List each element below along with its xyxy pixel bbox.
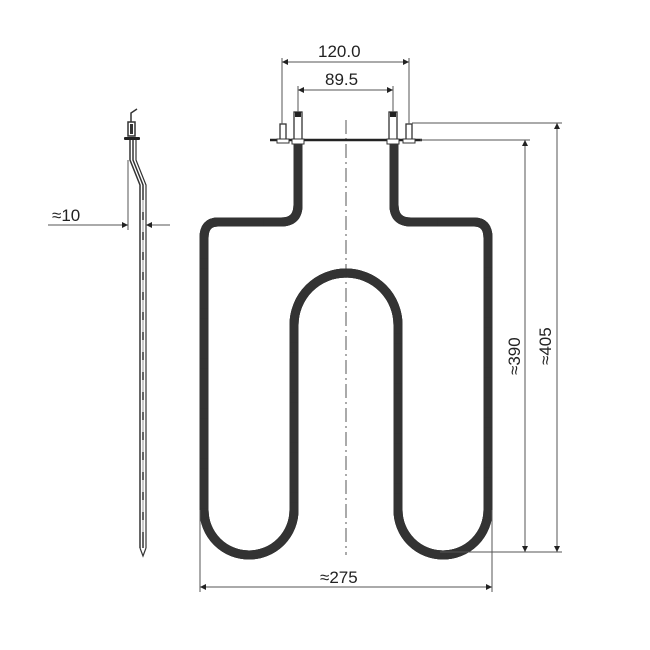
- bolt-right: [402, 123, 416, 144]
- dim-height-total: ≈405: [536, 327, 555, 365]
- front-view: 120.0 89.5 ≈275 ≈390 ≈405: [199, 42, 562, 592]
- dim-terminal-inner: 89.5: [325, 70, 358, 89]
- dim-side-offset: ≈10: [52, 206, 80, 225]
- dim-width: ≈275: [320, 568, 358, 587]
- bolt-left: [276, 123, 290, 144]
- side-view: ≈10: [48, 108, 170, 558]
- dim-terminal-outer: 120.0: [318, 42, 361, 61]
- terminal-right: [386, 111, 400, 145]
- terminal-left: [291, 111, 305, 145]
- dim-height-flange: ≈390: [505, 337, 524, 375]
